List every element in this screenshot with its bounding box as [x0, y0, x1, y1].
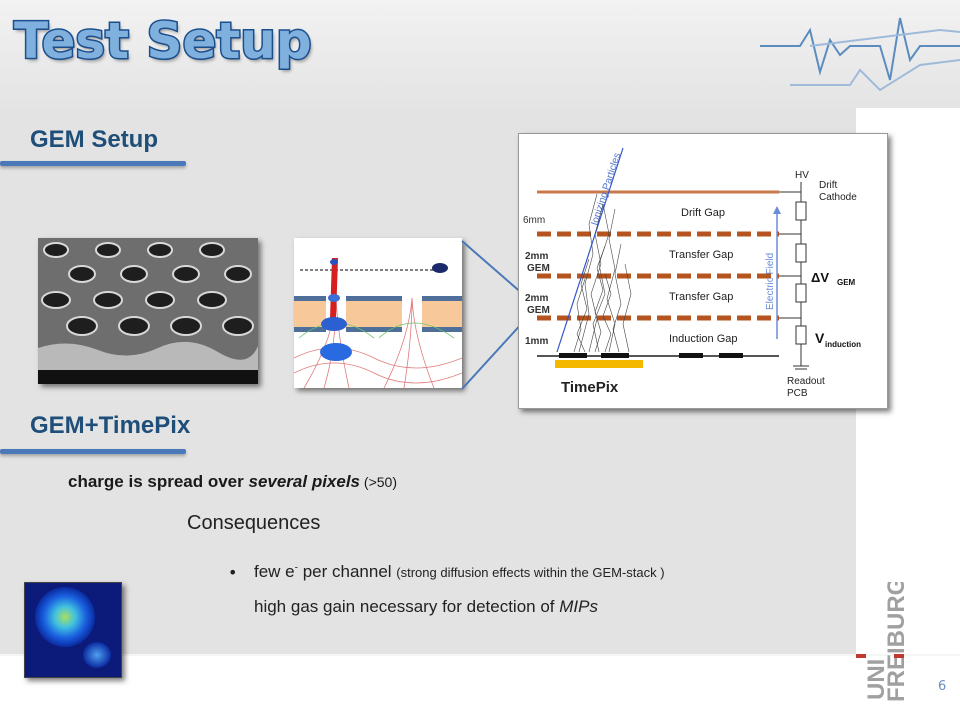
- header-band: [0, 0, 960, 108]
- detector-diagram-svg: Ionizing Particles Electric Field 6mm Dr…: [519, 134, 887, 408]
- readout-label: Readout: [787, 376, 825, 387]
- delta-v-subscript: GEM: [837, 278, 856, 287]
- delta-v-label: ΔV: [811, 270, 829, 285]
- section-heading-gem-timepix: GEM+TimePix: [30, 412, 191, 439]
- detector-stack-diagram: Ionizing Particles Electric Field 6mm Dr…: [518, 133, 888, 409]
- cluster-heatmap: [25, 583, 121, 677]
- one-mm-label: 1mm: [525, 336, 548, 347]
- bullet-dot: •: [228, 563, 238, 582]
- bullet-line-diffusion: few e- per channel (strong diffusion eff…: [254, 562, 665, 582]
- v-induction-subscript: induction: [825, 340, 861, 349]
- gem1-label: GEM: [527, 263, 550, 274]
- gem2-thickness-label: 2mm: [525, 293, 548, 304]
- drift-gap-label: Drift Gap: [681, 207, 725, 219]
- gas-gain-line: high gas gain necessary for detection of…: [254, 597, 598, 617]
- gem-foil-micrograph: [38, 238, 258, 384]
- zoom-connector-lines: [461, 240, 525, 390]
- charge-cluster-image: [24, 582, 122, 678]
- drift-label: Drift: [819, 180, 838, 191]
- logo-text-freiburg: FREIBURG: [883, 582, 906, 702]
- pixel-count-note: (>50): [360, 474, 397, 490]
- electric-field-label: Electric Field: [765, 253, 776, 310]
- transfer-gap-2-label: Transfer Gap: [669, 291, 733, 303]
- consequences-heading: Consequences: [187, 512, 321, 534]
- v-induction-label: V: [815, 330, 825, 346]
- timepix-label: TimePix: [561, 379, 619, 396]
- induction-gap-label: Induction Gap: [669, 333, 738, 345]
- few-electrons-text: few e: [254, 562, 295, 581]
- charge-spread-text: charge is spread over: [68, 472, 249, 491]
- mips-text: MIPs: [559, 597, 598, 616]
- gem2-label: GEM: [527, 305, 550, 316]
- footer-divider: [0, 654, 960, 656]
- diffusion-note: (strong diffusion effects within the GEM…: [396, 565, 665, 580]
- gem1-thickness-label: 2mm: [525, 251, 548, 262]
- slide-number: 6: [938, 679, 947, 694]
- slide-title: Test Setup: [14, 12, 312, 70]
- several-pixels-text: several pixels: [248, 472, 361, 491]
- pcb-label: PCB: [787, 388, 808, 399]
- logo-accent-right: [894, 654, 904, 658]
- six-mm-label: 6mm: [523, 215, 545, 226]
- gas-gain-text: high gas gain necessary for detection of: [254, 597, 560, 616]
- electron-superscript: -: [294, 562, 298, 574]
- slide-title-shadow: Test Setup: [13, 11, 314, 72]
- gem-field-schematic: [294, 238, 462, 388]
- uni-freiburg-logo: UNI FREIBURG: [856, 582, 906, 702]
- logo-accent-left: [856, 654, 866, 658]
- section-underline: [0, 449, 186, 454]
- cathode-label: Cathode: [819, 192, 857, 203]
- field-schematic-image: [294, 238, 462, 388]
- transfer-gap-1-label: Transfer Gap: [669, 249, 733, 261]
- charge-spread-line: charge is spread over several pixels (>5…: [68, 472, 397, 492]
- section-underline: [0, 161, 186, 166]
- section-heading-gem-setup: GEM Setup: [30, 126, 159, 153]
- header-wave-decoration: [390, 17, 960, 92]
- logo-text-uni: UNI: [863, 659, 890, 700]
- per-channel-text: per channel: [297, 562, 397, 581]
- micrograph-image: [38, 238, 258, 384]
- timepix-chip-bar: [555, 360, 643, 368]
- hv-label: HV: [795, 170, 809, 181]
